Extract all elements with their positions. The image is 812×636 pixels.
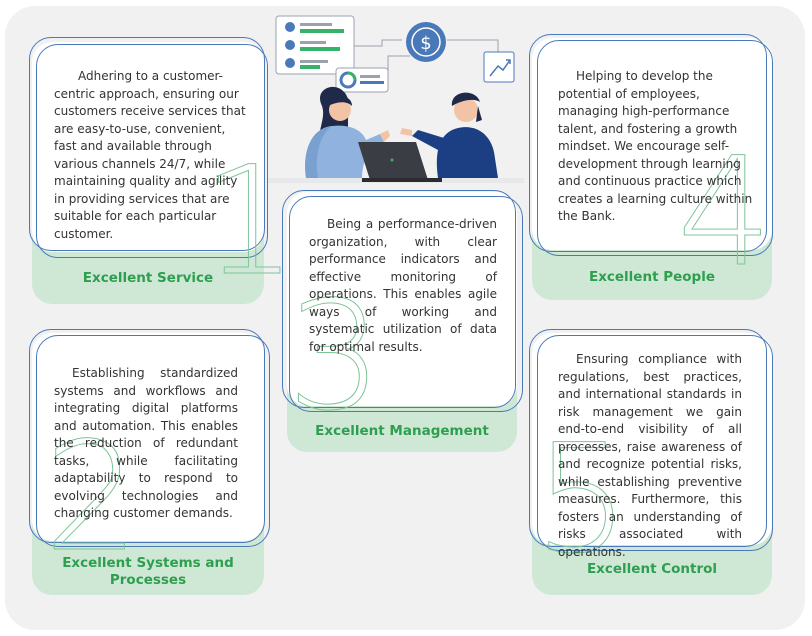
card-number-2: 2	[43, 411, 140, 585]
card-excellent-systems: 2 Establishing standardized systems and …	[29, 329, 270, 595]
card-title: Excellent Control	[586, 561, 718, 577]
growth-chart-icon	[483, 51, 515, 83]
card-number-1: 1	[201, 135, 298, 309]
card-description: Helping to develop the potential of empl…	[558, 69, 753, 223]
card-number-4: 4	[676, 126, 773, 300]
card-number-3: 3	[286, 270, 383, 444]
card-excellent-people: 4 Helping to develop the potential of em…	[529, 34, 773, 300]
laptop-icon	[358, 142, 442, 182]
team-illustration: $	[268, 15, 524, 183]
card-description: Establishing standardized systems and wo…	[54, 366, 238, 520]
man-figure	[400, 92, 498, 178]
card-title: Excellent People	[588, 269, 716, 285]
floating-list-card	[275, 15, 355, 75]
card-description: Being a performance-driven organization,…	[309, 217, 497, 354]
card-excellent-management: 3 Being a performance-driven organizatio…	[282, 190, 523, 452]
card-description: Adhering to a customer-centric approach,…	[54, 69, 246, 241]
card-title: Excellent Systems and Processes	[62, 555, 234, 588]
dollar-coin-icon: $	[406, 22, 446, 62]
card-title: Excellent Service	[82, 270, 214, 286]
card-title: Excellent Management	[315, 423, 489, 439]
floating-donut-card	[335, 67, 389, 93]
currency-symbol: $	[420, 33, 431, 54]
card-number-5: 5	[533, 413, 630, 587]
card-excellent-control: 5 Ensuring compliance with regulations, …	[529, 329, 773, 595]
woman-figure	[305, 86, 390, 178]
card-excellent-service: 1 Adhering to a customer-centric approac…	[29, 37, 298, 304]
card-description: Ensuring compliance with regulations, be…	[558, 352, 742, 559]
